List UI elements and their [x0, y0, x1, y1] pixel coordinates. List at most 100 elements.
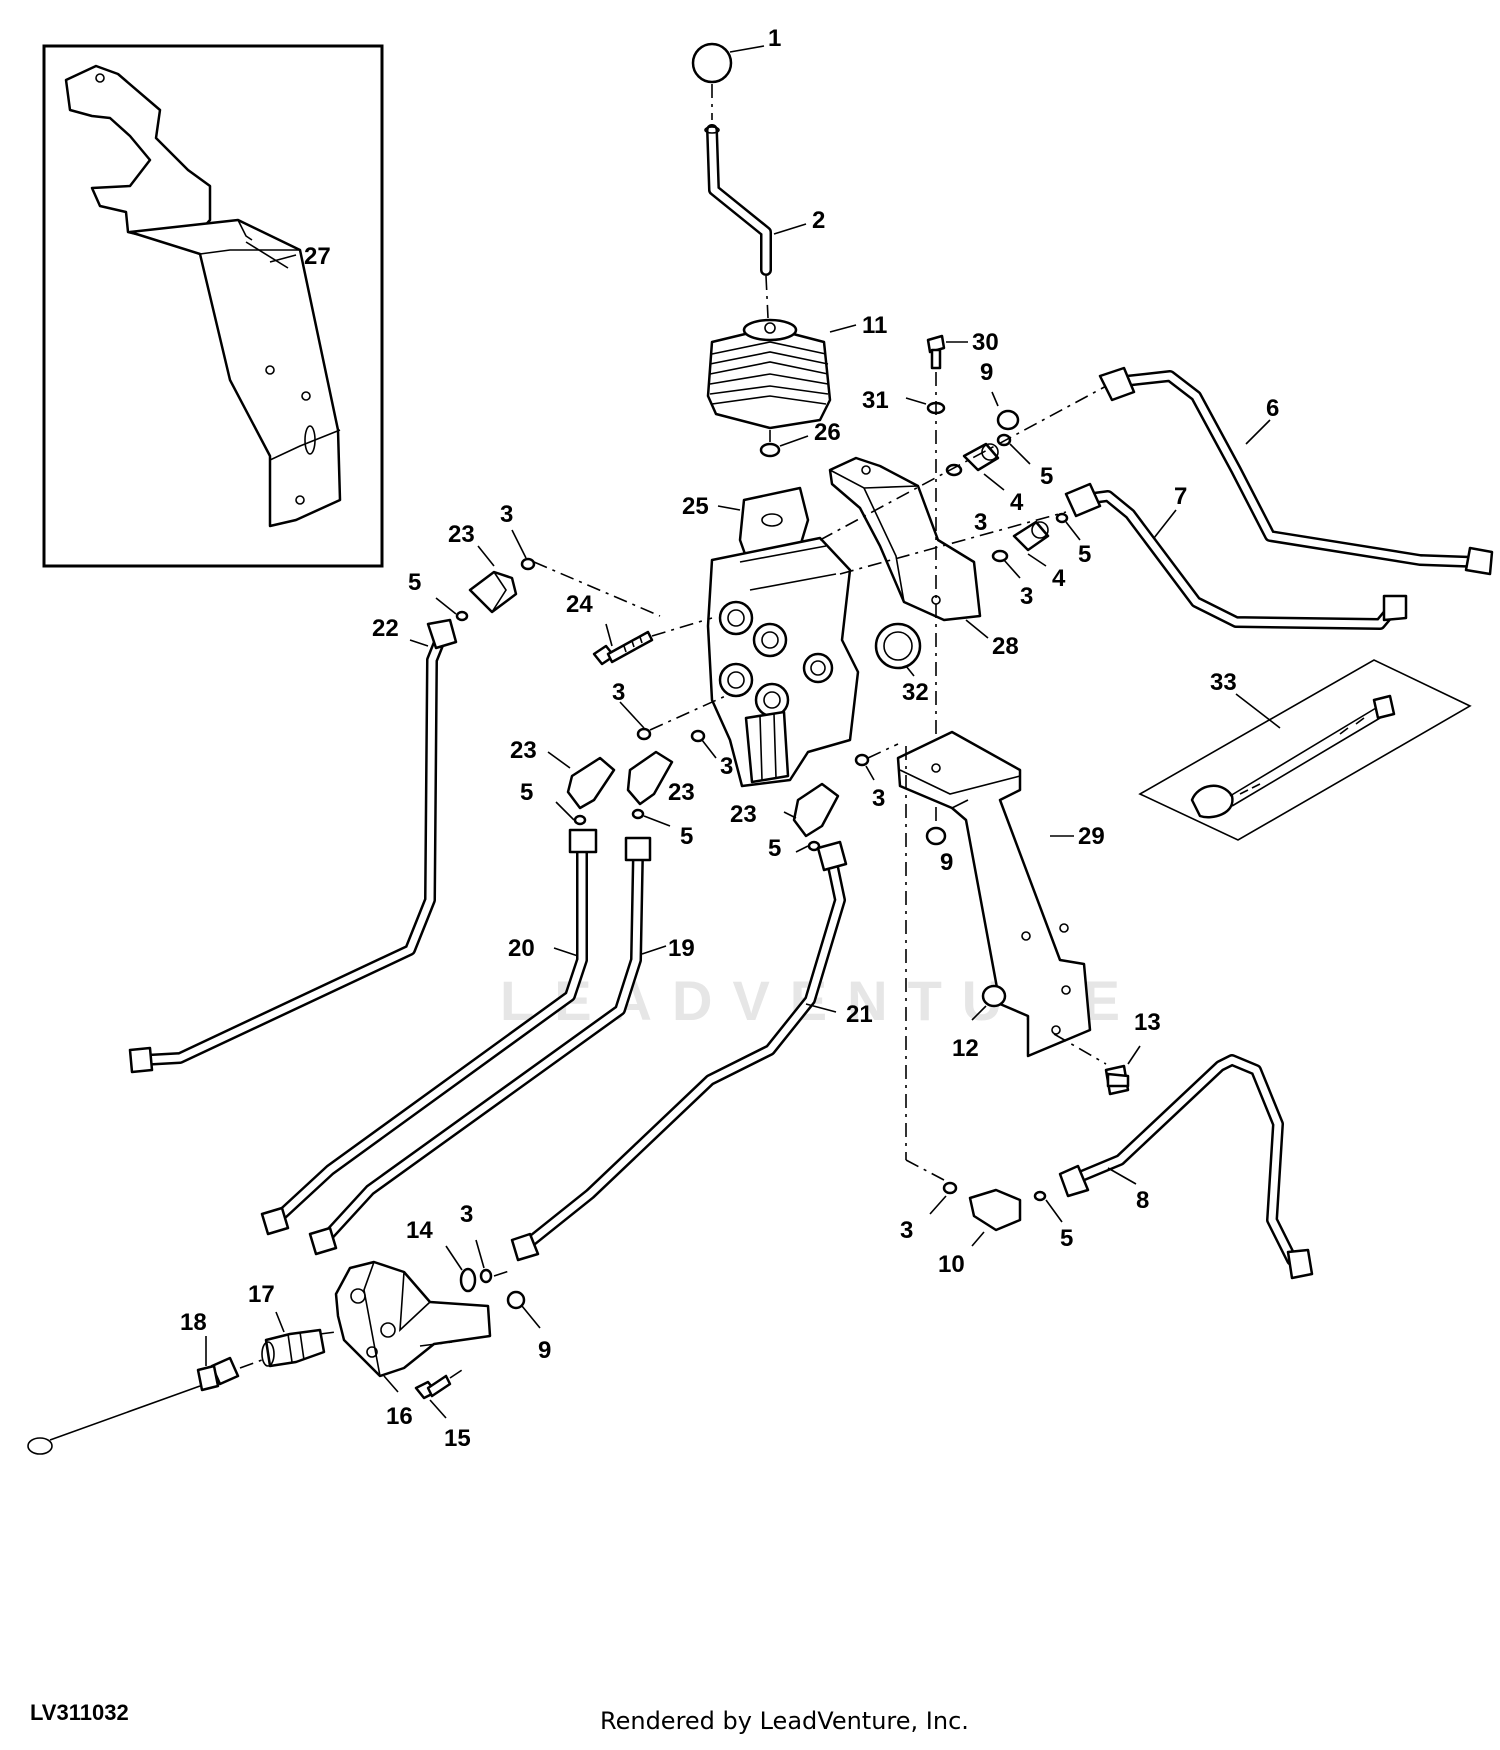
- part-8-tube: [1058, 1054, 1314, 1280]
- part-14-washer: [459, 1267, 477, 1293]
- callout-29: 29: [1078, 823, 1105, 850]
- callout-3f: 3: [872, 785, 885, 812]
- callout-5g: 5: [1060, 1225, 1073, 1252]
- part-3-oring-d: [690, 729, 706, 743]
- part-3-oring-c: [636, 727, 652, 741]
- callout-26: 26: [814, 419, 841, 446]
- callout-15: 15: [444, 1425, 471, 1452]
- part-23-fitting-b: [566, 756, 616, 810]
- callout-24: 24: [566, 591, 593, 618]
- part-3-oring-g: [479, 1268, 493, 1284]
- callout-4a: 4: [1010, 489, 1024, 516]
- part-18-dust-cap: [27, 1356, 240, 1455]
- callout-5c: 5: [408, 569, 421, 596]
- callout-13: 13: [1134, 1009, 1161, 1036]
- part-7-tube: [1064, 482, 1408, 630]
- callout-9b: 9: [940, 849, 953, 876]
- callout-22: 22: [372, 615, 399, 642]
- part-23-fitting-c: [626, 750, 674, 806]
- callout-20: 20: [508, 935, 535, 962]
- part-23-fitting-top: [468, 570, 518, 614]
- callout-16: 16: [386, 1403, 413, 1430]
- callout-32: 32: [902, 679, 929, 706]
- part-1-knob: [691, 42, 733, 84]
- part-4-fitting-lower: [991, 512, 1069, 563]
- part-6-tube: [1098, 366, 1494, 576]
- callout-19: 19: [668, 935, 695, 962]
- callout-25: 25: [682, 493, 709, 520]
- part-15-bolt: [414, 1374, 452, 1400]
- callout-2: 2: [812, 207, 825, 234]
- part-20-tube: [260, 828, 598, 1236]
- callout-12: 12: [952, 1035, 979, 1062]
- valve-assembly: [706, 486, 860, 788]
- part-4-fitting-upper: [945, 442, 1000, 477]
- callout-3e: 3: [720, 753, 733, 780]
- part-5-oring-b: [573, 814, 587, 826]
- callout-21: 21: [846, 1001, 873, 1028]
- callout-3g: 3: [900, 1217, 913, 1244]
- callout-23b: 23: [510, 737, 537, 764]
- part-5-oring-d: [807, 840, 821, 852]
- part-22-tube: [128, 618, 458, 1074]
- callout-3h: 3: [460, 1201, 473, 1228]
- callout-5b: 5: [1078, 541, 1091, 568]
- render-credit: Rendered by LeadVenture, Inc.: [600, 1707, 969, 1735]
- leader-27: [269, 254, 297, 263]
- callout-5e: 5: [680, 823, 693, 850]
- callout-9a: 9: [980, 359, 993, 386]
- part-28-bracket: [828, 456, 982, 622]
- callout-5d: 5: [520, 779, 533, 806]
- part-29-bracket: [896, 730, 1092, 1058]
- part-5-oring-c: [631, 808, 645, 820]
- part-11-boot: [706, 318, 832, 430]
- diagram-id: LV311032: [30, 1700, 129, 1725]
- callout-7: 7: [1174, 483, 1187, 510]
- part-21-tube: [510, 840, 848, 1262]
- part-10-elbow: [968, 1188, 1022, 1232]
- part-24-bolt: [592, 630, 654, 666]
- part-23-fitting-d: [792, 782, 840, 838]
- callout-14: 14: [406, 1217, 433, 1244]
- part-26-seal: [759, 442, 781, 458]
- part-33-panel: [1138, 659, 1472, 841]
- part-5-oring-e: [1033, 1190, 1047, 1202]
- callout-28: 28: [992, 633, 1019, 660]
- inset-frame: [42, 44, 384, 568]
- callout-33: 33: [1210, 669, 1237, 696]
- part-19-tube: [308, 836, 652, 1256]
- part-32-plug: [874, 622, 922, 670]
- callout-30: 30: [972, 329, 999, 356]
- callout-27: 27: [304, 243, 331, 270]
- part-3-oring-e: [854, 753, 870, 767]
- part-3-oring-b: [520, 557, 536, 571]
- callout-3c: 3: [500, 501, 513, 528]
- callout-3a: 3: [974, 509, 987, 536]
- callout-5a: 5: [1040, 463, 1053, 490]
- callout-9c: 9: [538, 1337, 551, 1364]
- part-16-bracket: [334, 1260, 492, 1378]
- part-12-nut: [981, 984, 1007, 1008]
- part-13-bolt: [1104, 1064, 1130, 1096]
- part-3-oring-f: [942, 1181, 958, 1195]
- callout-3d: 3: [612, 679, 625, 706]
- part-5-oring-a: [455, 610, 469, 622]
- part-30-bolt: [926, 334, 946, 370]
- part-9-nut-mid: [925, 826, 947, 846]
- part-27-bracket: [64, 64, 342, 528]
- part-9-nut-top: [996, 409, 1020, 431]
- callout-11: 11: [862, 312, 887, 339]
- part-17-coupler: [261, 1328, 326, 1368]
- part-9-nut-bottom: [506, 1290, 526, 1310]
- callout-18: 18: [180, 1309, 207, 1336]
- callout-23a: 23: [448, 521, 475, 548]
- callout-23d: 23: [730, 801, 757, 828]
- callout-4b: 4: [1052, 565, 1066, 592]
- callout-23c: 23: [668, 779, 695, 806]
- callout-3b: 3: [1020, 583, 1033, 610]
- callout-8: 8: [1136, 1187, 1149, 1214]
- callout-1: 1: [768, 25, 781, 52]
- part-2-lever: [704, 124, 772, 276]
- callout-17: 17: [248, 1281, 275, 1308]
